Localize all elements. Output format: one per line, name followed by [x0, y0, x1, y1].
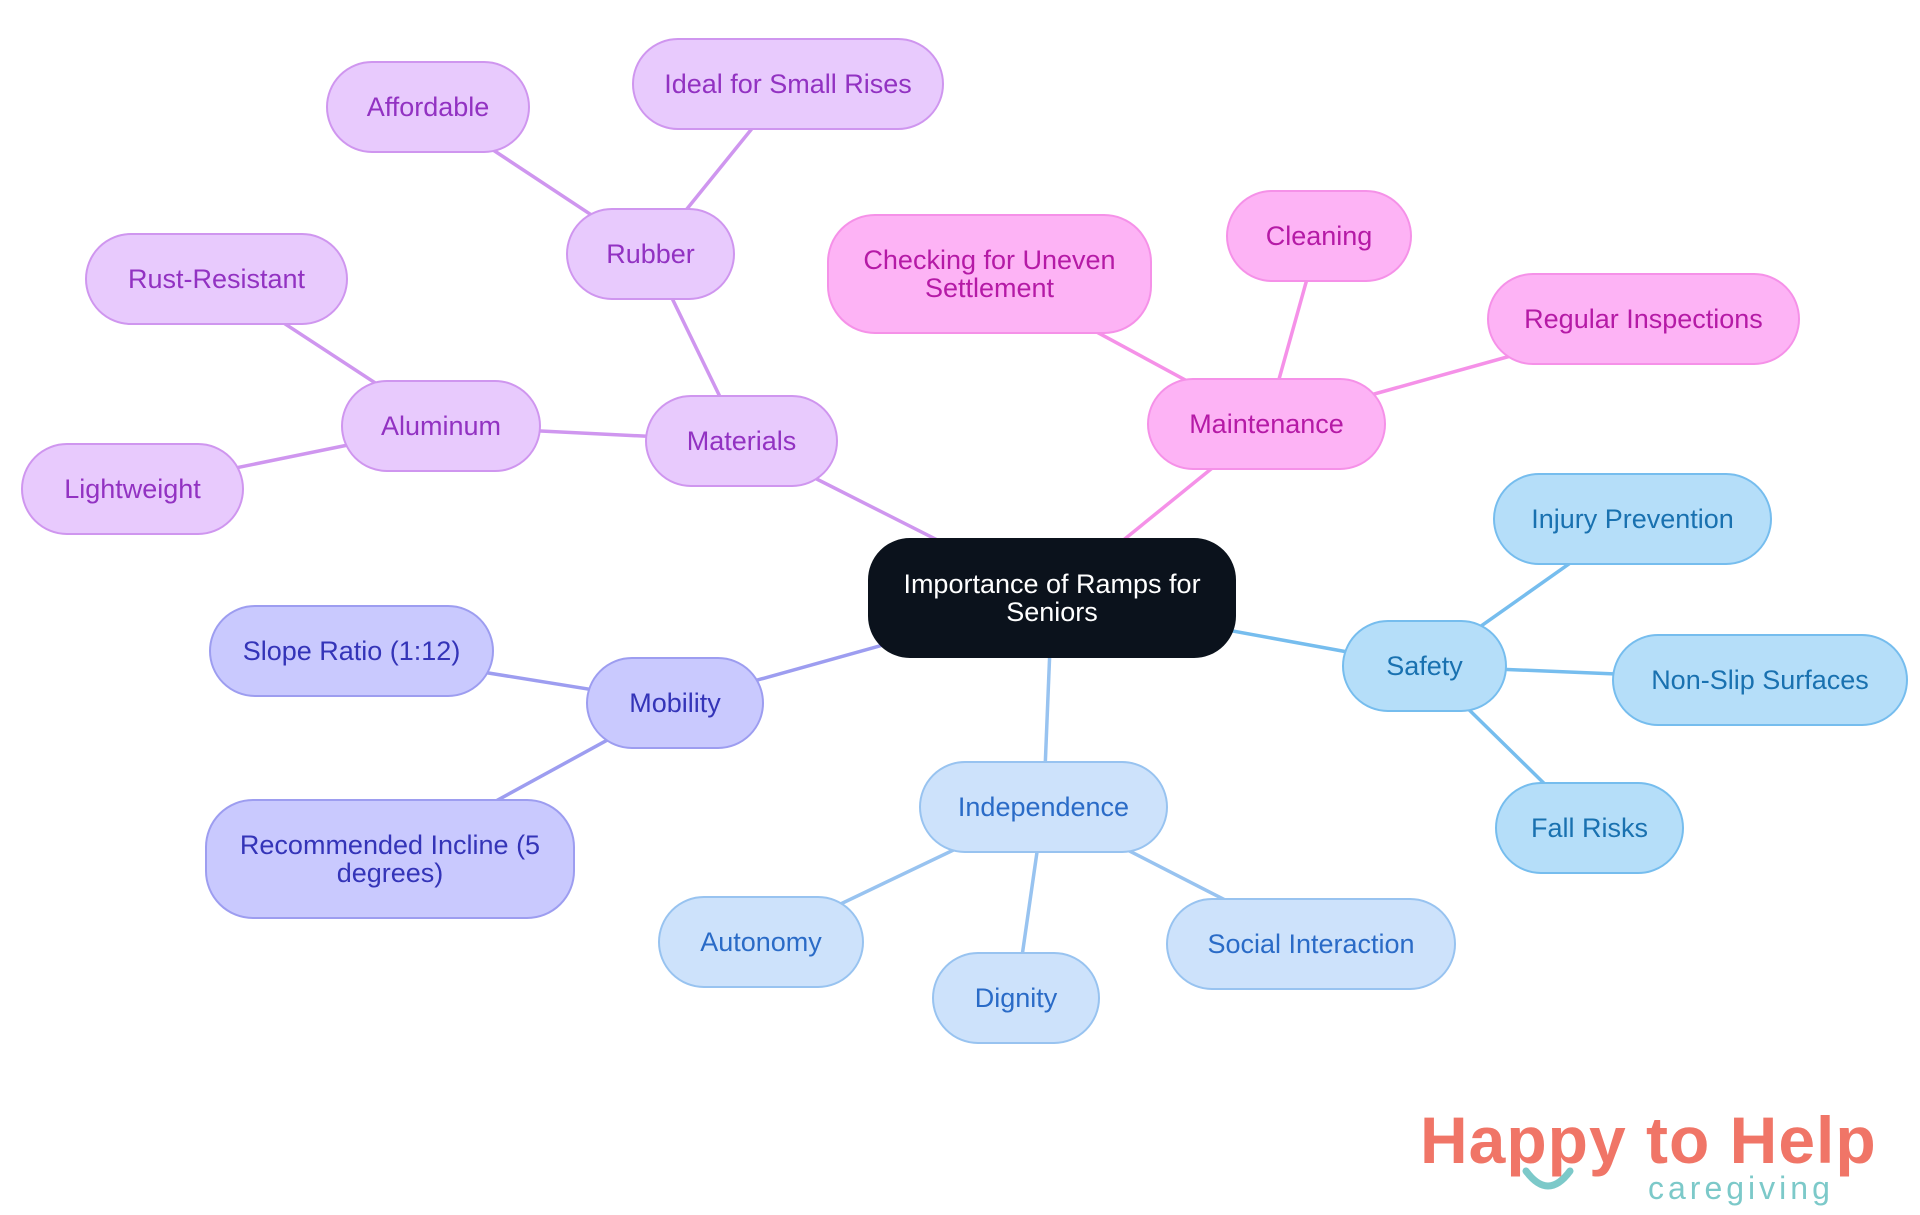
node-fall-risks[interactable]: Fall Risks: [1495, 782, 1684, 874]
node-cleaning[interactable]: Cleaning: [1226, 190, 1412, 282]
node-affordable[interactable]: Affordable: [326, 61, 530, 153]
node-safety[interactable]: Safety: [1342, 620, 1507, 712]
node-slope-ratio[interactable]: Slope Ratio (1:12): [209, 605, 494, 697]
happy-to-help-logo: Happy to Help caregiving: [1420, 1105, 1900, 1210]
node-ideal-for-small-rises[interactable]: Ideal for Small Rises: [632, 38, 944, 130]
node-autonomy[interactable]: Autonomy: [658, 896, 864, 988]
node-recommended-incline[interactable]: Recommended Incline (5 degrees): [205, 799, 575, 919]
root-node[interactable]: Importance of Ramps for Seniors: [868, 538, 1236, 658]
smile-icon: [1522, 1167, 1574, 1190]
node-rubber[interactable]: Rubber: [566, 208, 735, 300]
node-injury-prevention[interactable]: Injury Prevention: [1493, 473, 1772, 565]
node-social-interaction[interactable]: Social Interaction: [1166, 898, 1456, 990]
node-materials[interactable]: Materials: [645, 395, 838, 487]
node-aluminum[interactable]: Aluminum: [341, 380, 541, 472]
logo-subtitle: caregiving: [1648, 1170, 1834, 1206]
node-checking-for-uneven-settlement[interactable]: Checking for Uneven Settlement: [827, 214, 1152, 334]
node-independence[interactable]: Independence: [919, 761, 1168, 853]
logo-wordmark: Happy to Help: [1420, 1103, 1877, 1177]
node-mobility[interactable]: Mobility: [586, 657, 764, 749]
node-lightweight[interactable]: Lightweight: [21, 443, 244, 535]
node-rust-resistant[interactable]: Rust-Resistant: [85, 233, 348, 325]
node-dignity[interactable]: Dignity: [932, 952, 1100, 1044]
node-regular-inspections[interactable]: Regular Inspections: [1487, 273, 1800, 365]
node-maintenance[interactable]: Maintenance: [1147, 378, 1386, 470]
node-non-slip-surfaces[interactable]: Non-Slip Surfaces: [1612, 634, 1908, 726]
root-label: Importance of Ramps for Seniors: [903, 569, 1201, 627]
